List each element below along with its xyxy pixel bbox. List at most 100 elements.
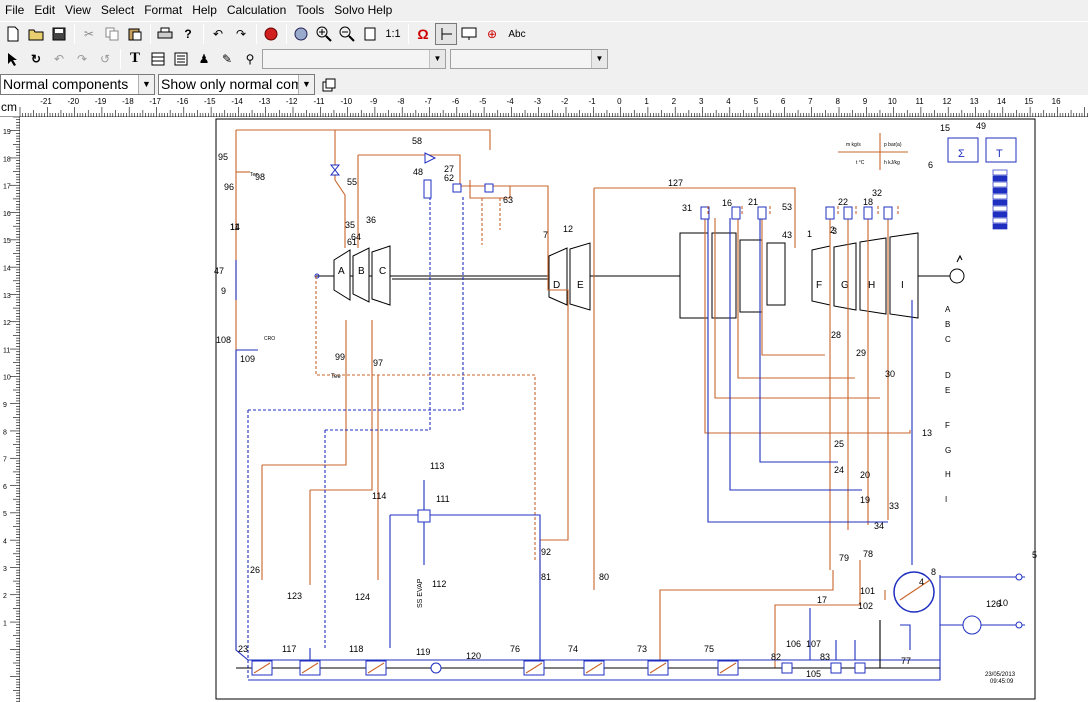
ruler-tick-label: 9 bbox=[863, 97, 868, 106]
ruler-tick-label: -16 bbox=[177, 97, 189, 106]
zoom-out-icon[interactable] bbox=[336, 23, 358, 45]
undo-icon[interactable]: ↶ bbox=[212, 27, 224, 41]
show-filter-select[interactable]: Show only normal comp ▼ bbox=[158, 74, 315, 95]
open-folder-icon[interactable] bbox=[25, 23, 47, 45]
ruler-tick-label: -13 bbox=[259, 97, 271, 106]
generator-terminal bbox=[956, 254, 963, 263]
ruler-tick-label: 8 bbox=[835, 97, 840, 106]
cut-icon[interactable]: ✂ bbox=[83, 27, 95, 41]
page-icon[interactable] bbox=[359, 23, 381, 45]
brush-icon[interactable]: ⚲ bbox=[245, 51, 255, 66]
ruler-tick-label: 6 bbox=[781, 97, 786, 106]
connect-line-icon[interactable] bbox=[435, 23, 457, 45]
fill-icon[interactable]: ♟ bbox=[198, 51, 210, 66]
magnet-icon[interactable]: Ω bbox=[417, 26, 429, 42]
toolbar-separator bbox=[408, 24, 409, 44]
legend-letter: H bbox=[945, 470, 951, 479]
pipe-line bbox=[759, 218, 838, 463]
help-icon[interactable]: ? bbox=[184, 27, 192, 41]
ruler-tick-label: -19 bbox=[95, 97, 107, 106]
turbine-letter: G bbox=[841, 280, 849, 291]
node-label: 99 bbox=[335, 352, 345, 362]
menu-file[interactable]: File bbox=[5, 3, 25, 17]
pipe-line bbox=[469, 180, 511, 199]
chevron-down-icon: ▼ bbox=[298, 75, 314, 94]
text-label-icon[interactable]: Abc bbox=[508, 28, 526, 40]
windows-icon[interactable] bbox=[318, 74, 340, 96]
new-file-icon[interactable] bbox=[2, 23, 24, 45]
line-style-combo[interactable]: ▼ bbox=[262, 48, 446, 69]
pin-icon[interactable]: ⊕ bbox=[486, 27, 498, 41]
menu-format[interactable]: Format bbox=[144, 3, 183, 17]
monitor-icon[interactable] bbox=[458, 23, 480, 45]
pencil-icon[interactable]: ✎ bbox=[221, 51, 233, 66]
save-icon[interactable] bbox=[48, 23, 70, 45]
ruler-tick-label: 19 bbox=[3, 129, 11, 136]
component-filter-select[interactable]: Normal components ▼ bbox=[0, 74, 155, 95]
paste-icon[interactable] bbox=[124, 23, 146, 45]
copy-icon[interactable] bbox=[101, 23, 123, 45]
turbine-letter: F bbox=[816, 280, 822, 291]
extraction-valve-icon bbox=[843, 206, 853, 220]
toolbar-separator bbox=[120, 48, 121, 69]
run-calculation-icon[interactable] bbox=[260, 23, 282, 45]
ruler-unit: cm bbox=[1, 100, 17, 114]
node-label: 127 bbox=[668, 178, 683, 188]
ruler-tick-label: 0 bbox=[617, 97, 622, 106]
node-label: 80 bbox=[599, 572, 609, 582]
time-label: 09:45:09 bbox=[990, 679, 1014, 685]
node-label: 3 bbox=[832, 226, 837, 236]
menu-calculation[interactable]: Calculation bbox=[226, 3, 287, 17]
node-label: 26 bbox=[250, 565, 260, 575]
zoom-fit-icon[interactable] bbox=[290, 23, 312, 45]
pipe-line bbox=[737, 218, 855, 379]
result-list-row bbox=[992, 169, 1008, 176]
list-icon[interactable] bbox=[170, 48, 192, 70]
text-tool-icon[interactable]: T bbox=[129, 50, 140, 66]
menu-edit[interactable]: Edit bbox=[34, 3, 56, 17]
node-label: 19 bbox=[860, 495, 870, 505]
menu-select[interactable]: Select bbox=[100, 3, 135, 17]
legend-letter: D bbox=[945, 371, 951, 380]
select-arrow-icon[interactable] bbox=[2, 48, 24, 70]
rotate-icon[interactable]: ↻ bbox=[30, 51, 42, 66]
menu-help[interactable]: Help bbox=[192, 3, 217, 17]
valve-icon bbox=[484, 183, 494, 193]
node-label: 5 bbox=[1032, 550, 1037, 560]
table-icon[interactable] bbox=[147, 48, 169, 70]
back-icon[interactable]: ↶ bbox=[53, 51, 65, 66]
ruler-tick-label: 14 bbox=[997, 97, 1006, 106]
pipe-line bbox=[236, 129, 491, 150]
menu-view[interactable]: View bbox=[65, 3, 91, 17]
redo-icon[interactable]: ↷ bbox=[235, 27, 247, 41]
node-label: 113 bbox=[430, 461, 444, 471]
menu-tools[interactable]: Tools bbox=[296, 3, 325, 17]
pipe-line bbox=[334, 130, 346, 248]
ruler-tick-label: 13 bbox=[970, 97, 979, 106]
turbine-section-f bbox=[811, 245, 831, 306]
node-label: 77 bbox=[901, 656, 911, 666]
node-label: 36 bbox=[366, 215, 376, 225]
zoom-in-icon[interactable] bbox=[313, 23, 335, 45]
ruler-tick-label: 6 bbox=[3, 484, 7, 491]
ruler-tick-label: 7 bbox=[808, 97, 813, 106]
legend-h: h kJ/kg bbox=[884, 160, 900, 166]
node-label: 47 bbox=[214, 266, 224, 276]
forward-icon[interactable]: ↷ bbox=[76, 51, 88, 66]
extraction-valve-icon bbox=[700, 206, 710, 220]
result-list-row bbox=[992, 187, 1008, 194]
valve-box-icon bbox=[854, 662, 866, 674]
print-icon[interactable] bbox=[154, 23, 176, 45]
legend-t: t °C bbox=[856, 160, 865, 166]
turbine-section-lp4 bbox=[766, 242, 786, 306]
redo-arrow-icon[interactable]: ↺ bbox=[99, 51, 111, 66]
turbine-letter: E bbox=[577, 280, 584, 291]
standard-toolbar: ✂ ? ↶ ↷ 1:1 Ω bbox=[0, 21, 1088, 46]
line-width-combo[interactable]: ▼ bbox=[450, 48, 608, 69]
zoom-1-1-button[interactable]: 1:1 bbox=[385, 28, 401, 40]
menu-solvo-help[interactable]: Solvo Help bbox=[334, 3, 393, 17]
ruler-tick-label: 16 bbox=[3, 211, 11, 218]
node-label: 49 bbox=[976, 121, 986, 131]
